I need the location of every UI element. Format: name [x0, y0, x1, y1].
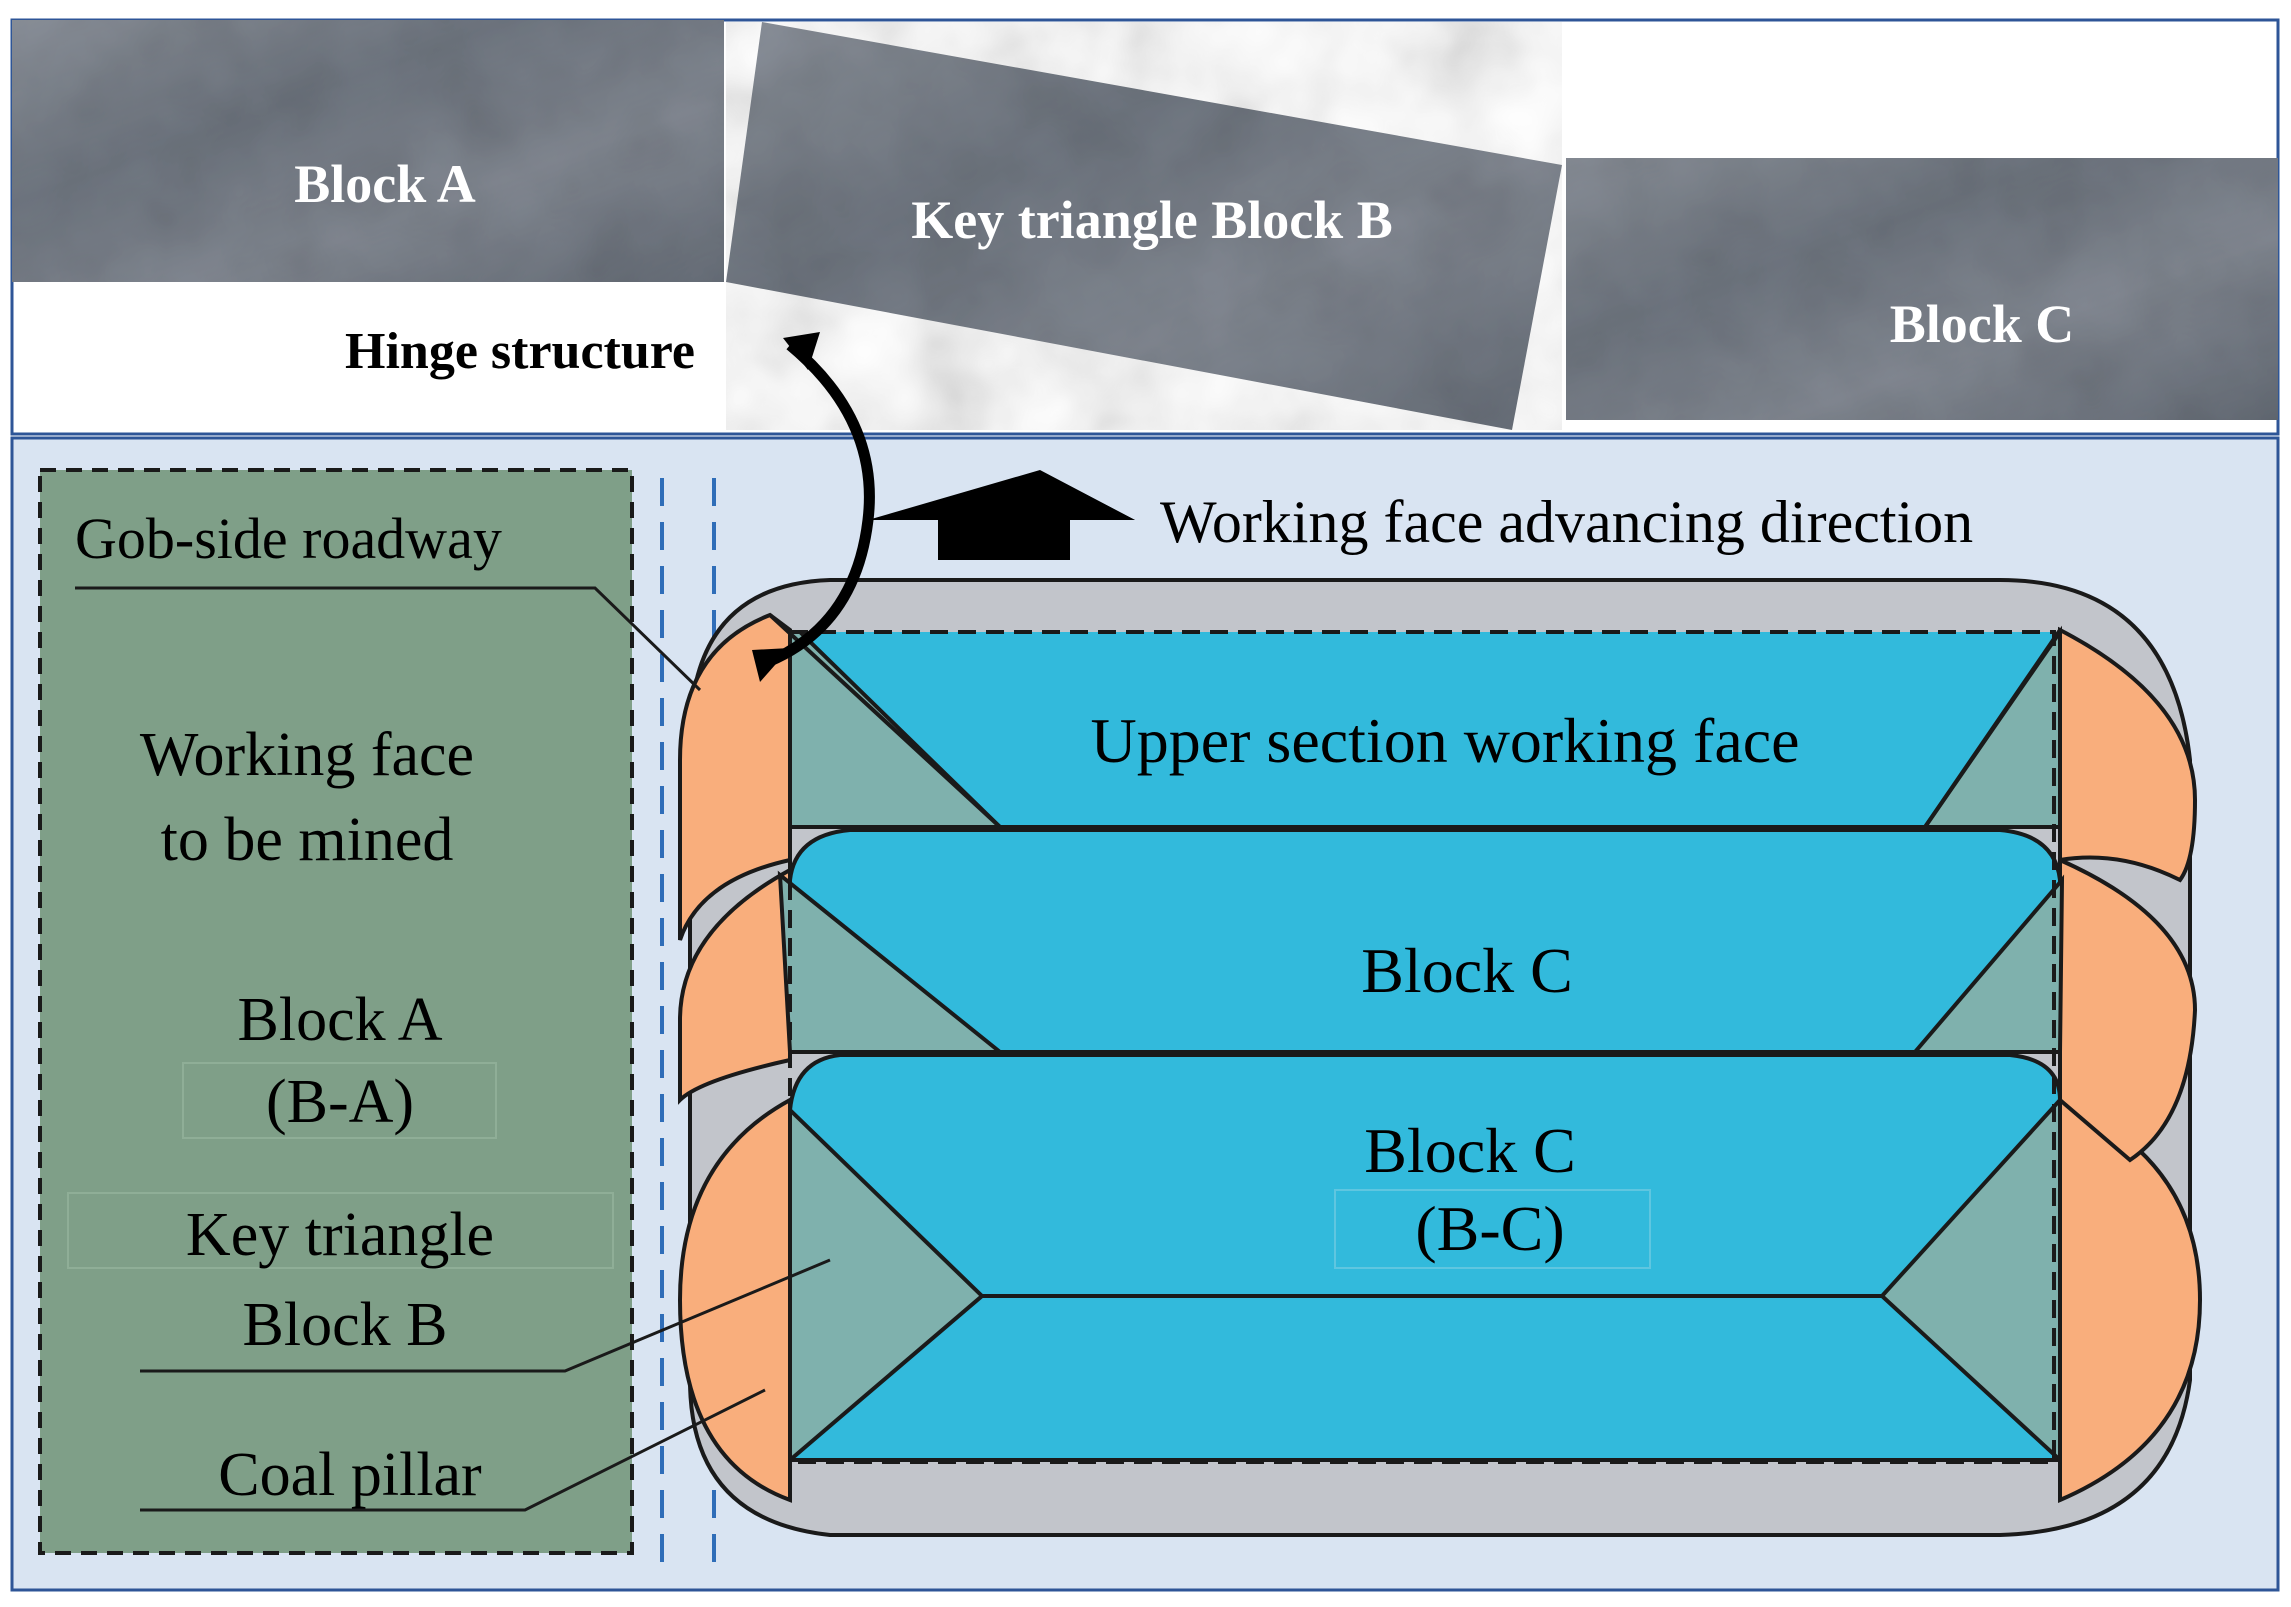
block-a-rock — [12, 20, 724, 282]
block-c-lower-line2: (B-C) — [1415, 1193, 1564, 1264]
face-to-be-mined-line1: Working face — [140, 721, 474, 789]
upper-slab-diagonal-left — [768, 613, 1002, 829]
lower-slab-triangle-right — [1879, 1094, 2062, 1465]
key-triangle-label-box — [67, 1192, 614, 1269]
face-to-be-mined-line2: to be mined — [161, 806, 454, 874]
middle-slab-pillar-left — [678, 866, 792, 1105]
key-triangle-block-b-rock — [726, 22, 1562, 430]
middle-slab-pillar-right — [2058, 856, 2198, 1163]
coal-pillar-leader — [140, 1388, 766, 1512]
block-c-rock — [1566, 158, 2278, 420]
hinge-structure-label: Hinge structure — [345, 323, 695, 380]
plan-view-panel: Working face advancing direction Gob-sid… — [10, 332, 2280, 1592]
gob-side-roadway-label: Gob-side roadway — [75, 506, 502, 571]
block-c-lower-label-box — [1334, 1189, 1651, 1269]
advance-direction-label: Working face advancing direction — [1160, 489, 1973, 555]
lower-slab — [677, 1053, 2203, 1504]
upper-slab — [678, 612, 2198, 941]
inner-dashed-boundary — [788, 630, 2056, 1464]
middle-slab-triangle-left — [777, 870, 1006, 1054]
upper-slab-pillar-right — [2058, 626, 2198, 883]
coal-pillar-label: Coal pillar — [218, 1441, 482, 1509]
middle-slab — [678, 828, 2198, 1163]
block-a-label: Block A — [294, 154, 476, 214]
upper-section-label: Upper section working face — [1090, 705, 1799, 776]
upper-slab-diagonal-right — [1923, 628, 2062, 829]
key-triangle-plan-line1: Key triangle — [186, 1201, 494, 1269]
block-a-plan-line2: (B-A) — [266, 1068, 414, 1136]
middle-slab-triangle-right — [1910, 874, 2065, 1054]
block-c-lower-line1: Block C — [1364, 1115, 1576, 1186]
key-triangle-plan-line2: Block B — [243, 1291, 448, 1359]
hinge-arrow-head-top-icon — [783, 332, 820, 370]
block-a-label-box — [182, 1062, 497, 1139]
gob-side-roadway-leader — [75, 586, 702, 692]
key-triangle-leader — [140, 1258, 831, 1373]
upper-slab-pillar-left — [678, 612, 792, 941]
hinge-arrow-head-bottom-icon — [752, 648, 790, 682]
advance-direction-arrow-head-icon — [870, 472, 1135, 520]
upper-slab-body — [790, 632, 2060, 827]
block-a-plan-line1: Block A — [238, 986, 443, 1054]
key-triangle-label: Key triangle Block B — [911, 190, 1392, 250]
block-c-middle-label: Block C — [1361, 935, 1573, 1006]
hinge-curved-arrow-icon — [758, 340, 875, 671]
block-c-label: Block C — [1890, 294, 2075, 354]
top-section-panel: Block A Key triangle Block B Block C Hin… — [10, 18, 2280, 436]
